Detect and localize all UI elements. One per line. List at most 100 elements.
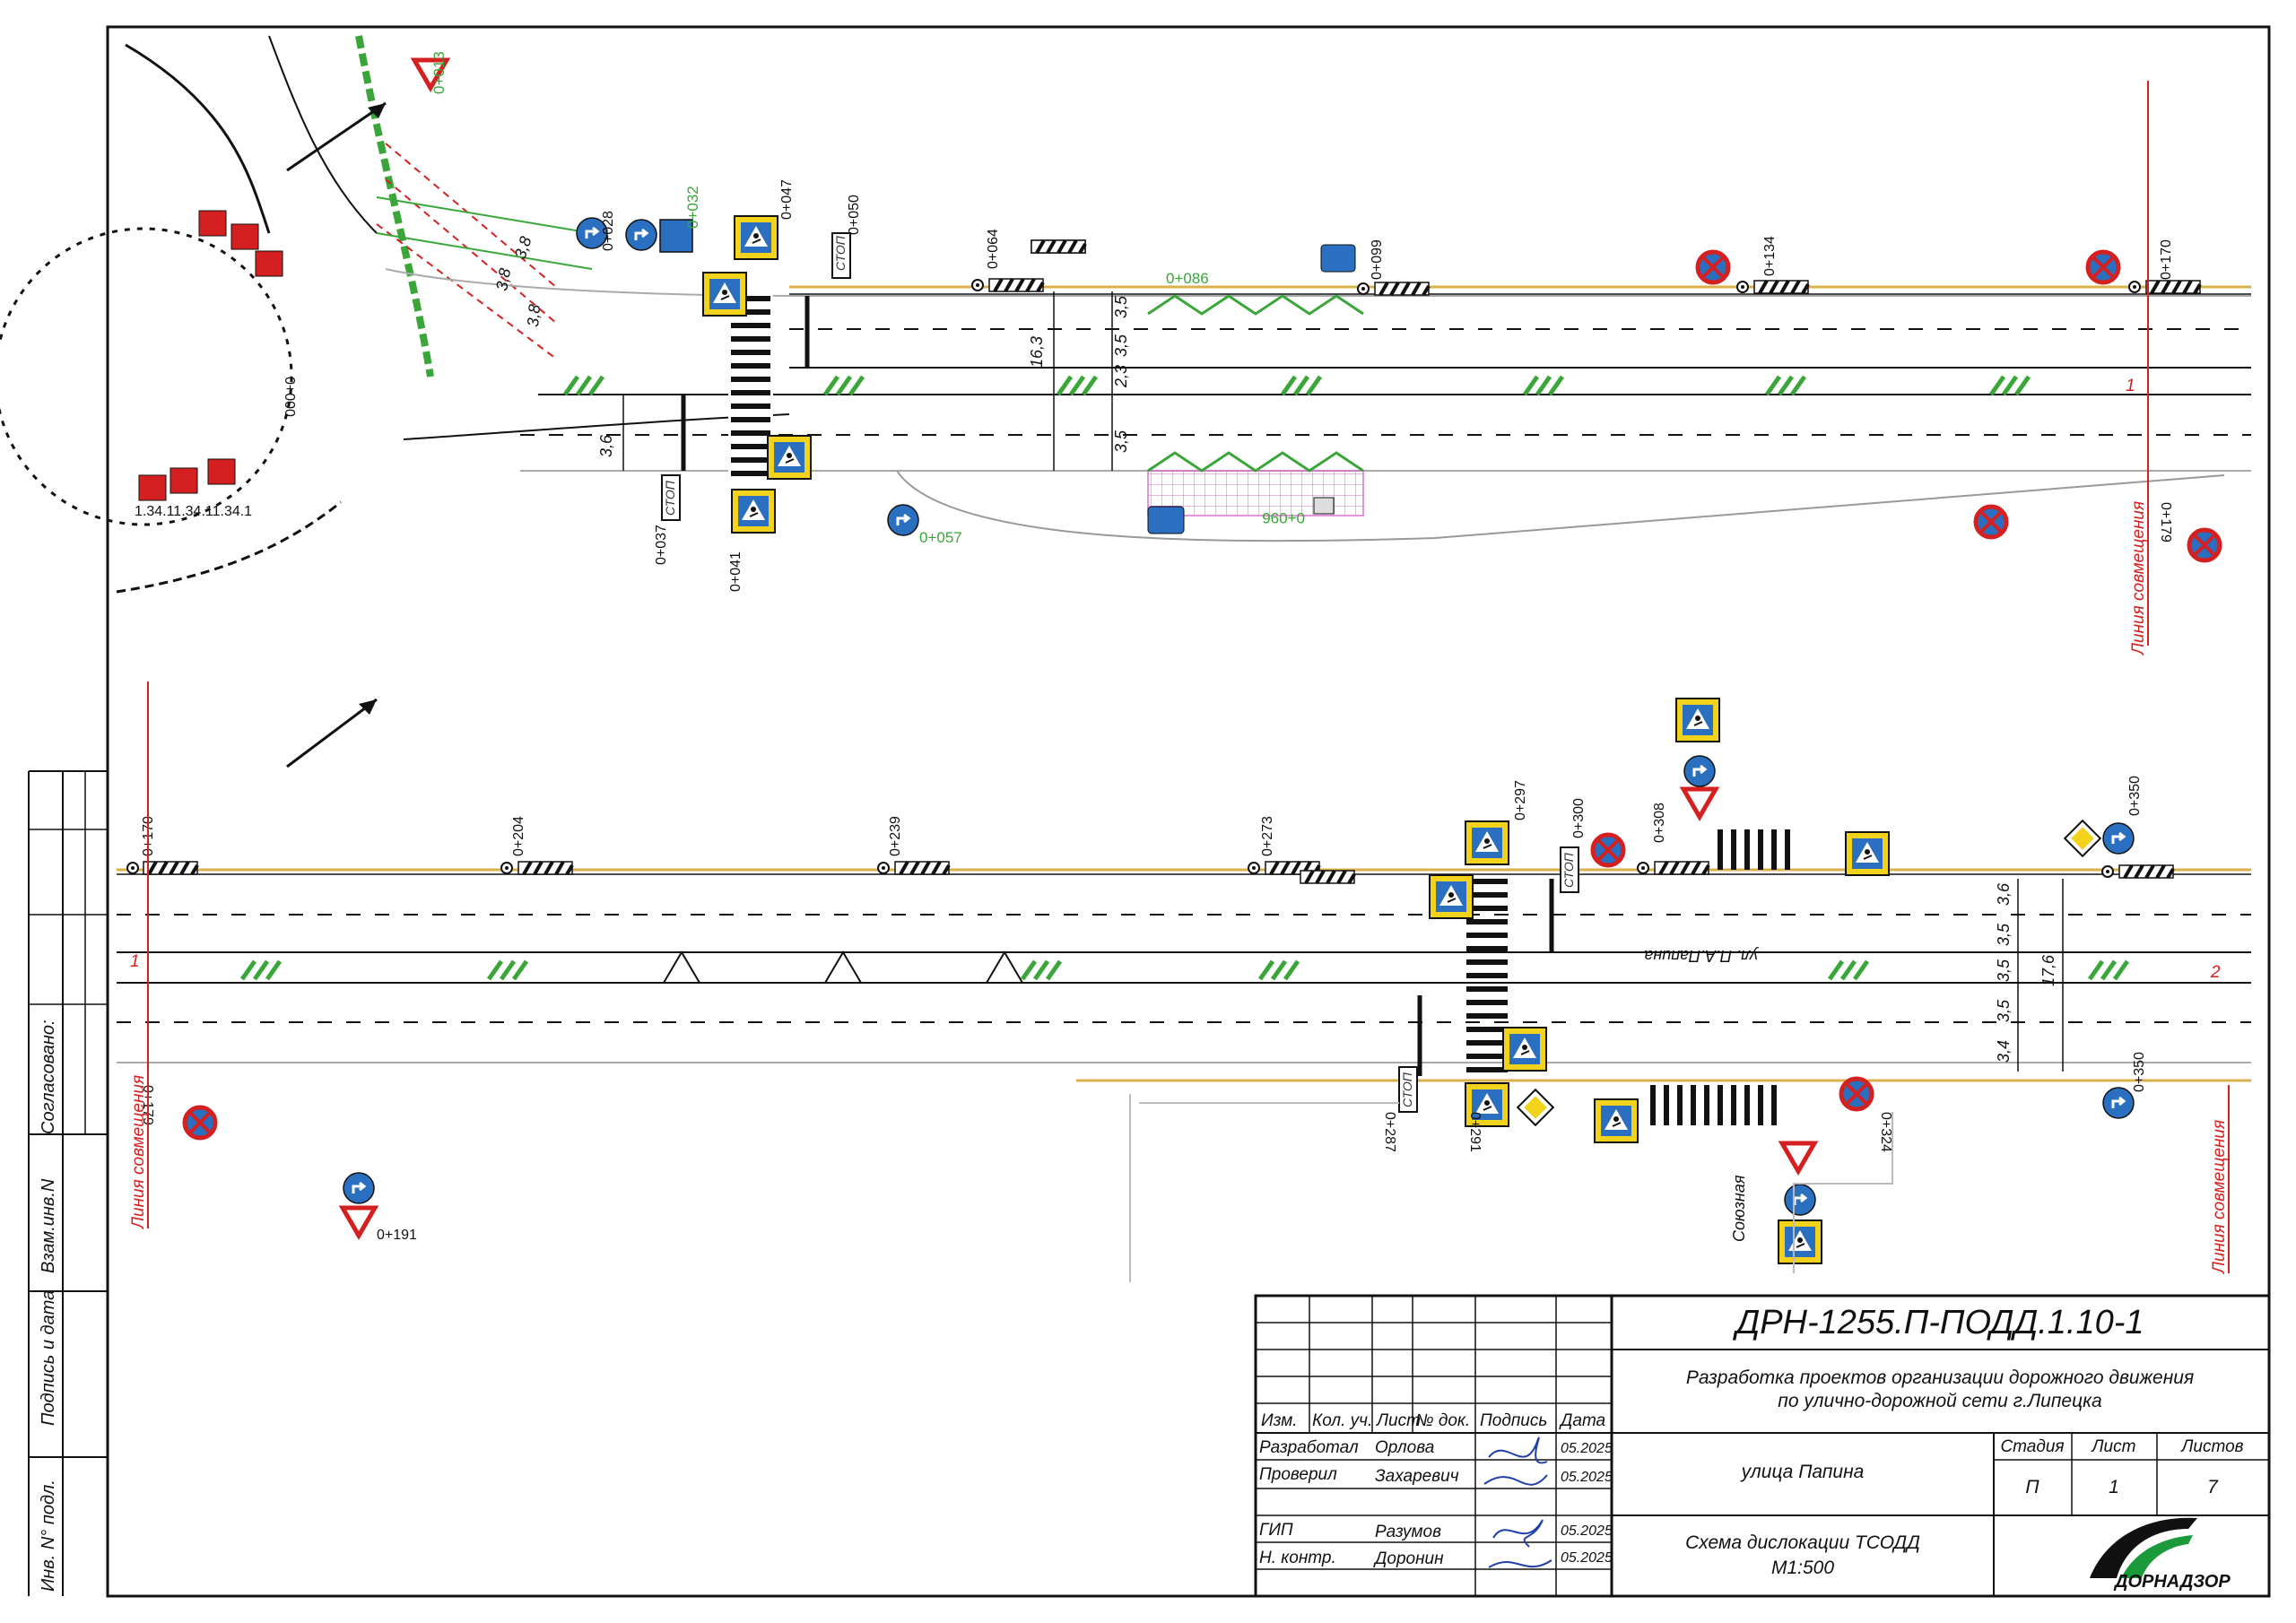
picket-057: 0+057 [919,529,962,546]
picket-b-308: 0+308 [1652,803,1667,843]
dim-b-17-6: 17,6 [2039,954,2057,986]
hdr-izm: Изм. [1261,1411,1298,1430]
no-stopping-sign-7 [185,1107,215,1138]
sheets-value: 7 [2207,1477,2219,1497]
turn-right-sign-2 [1683,754,1717,788]
date-2: 05.2025 [1561,1523,1613,1539]
name-3: Доронин [1373,1549,1444,1568]
ped-crossing-sign-6 [1429,874,1474,919]
project-line-1: Разработка проектов организации дорожног… [1686,1367,2194,1388]
no-stopping-sign-3 [1976,507,2006,537]
project-line-2: по улично-дорожной сети г.Липецка [1778,1391,2101,1411]
picket-170: 0+170 [2159,239,2174,280]
date-0: 05.2025 [1561,1441,1613,1456]
dim-b-3-4: 3,4 [1995,1040,2013,1063]
inv-orig-label: Инв. N° подл. [39,1480,58,1592]
plan-top: 1.34.11.34.11.34.1 [0,35,2251,656]
no-stopping-sign-6 [1841,1079,1872,1109]
sheets-label: Листов [2179,1437,2243,1456]
match-line-label-bottom-right: Линия совмещения [2210,1120,2229,1275]
dim-b-3-5-a: 3,5 [1995,923,2013,946]
street-label-souznaya: Союзная [1730,1175,1748,1242]
no-stopping-sign-2 [2088,252,2118,282]
role-1: Проверил [1259,1465,1337,1484]
dim-16-3: 16,3 [1028,336,1046,368]
picket-041: 0+041 [728,551,744,592]
picket-179: 0+179 [2158,502,2173,542]
stage-value: П [2025,1477,2039,1497]
stage-label: Стадия [2000,1437,2064,1456]
ped-crossing-sign-11 [1594,1098,1639,1143]
sheet-title-2: М1:500 [1771,1558,1834,1578]
svg-text:СТОП: СТОП [1400,1072,1414,1107]
no-stopping-sign-1 [1698,252,1728,282]
role-3: Н. контр. [1259,1549,1336,1567]
name-1: Захаревич [1375,1467,1459,1486]
plan-bottom: 3,6 3,5 3,5 3,5 3,4 17,6 [117,681,2251,1282]
match-line-label-bottom-left: Линия совмещения [129,1075,148,1230]
picket-b-297: 0+297 [1513,780,1528,820]
name-0: Орлова [1375,1438,1434,1457]
picket-047: 0+047 [779,179,795,220]
street-label-papina: ул. П.А.Папина [1644,947,1760,965]
picket-096: 0+096 [1262,509,1305,526]
dim-b-3-6: 3,6 [1995,882,2013,906]
picket-b-291: 0+291 [1467,1112,1483,1152]
picket-b-350-b: 0+350 [2132,1052,2147,1092]
no-stopping-sign-4 [2189,530,2220,560]
turn-right-sign-4 [342,1171,376,1205]
svg-text:1: 1 [130,952,140,971]
picket-013: 0+013 [430,51,448,94]
ped-crossing-sign-5 [1465,820,1509,865]
dim-3-5-c: 3,5 [1112,430,1130,453]
dim-b-3-5-b: 3,5 [1995,959,2013,982]
title-block: ДРН-1255.П-ПОДД.1.10-1 Разработка проект… [1254,1294,2271,1598]
ped-crossing-sign-3 [767,435,812,480]
ped-crossing-sign-4 [731,489,776,534]
doc-code: ДРН-1255.П-ПОДД.1.10-1 [1732,1304,2144,1341]
picket-b-239: 0+239 [888,816,903,856]
picket-b-204: 0+204 [511,816,526,856]
picket-b-350-a: 0+350 [2127,776,2143,816]
crosswalk-bottom-side-1 [1718,829,1790,870]
picket-b-324: 0+324 [1878,1112,1893,1152]
crosswalk-top [728,287,773,511]
object-name: улица Папина [1740,1462,1865,1482]
crosswalk-bottom-side-2 [1650,1085,1777,1125]
dim-b-3-5-c: 3,5 [1995,999,2013,1022]
sheet-value: 1 [2109,1477,2119,1497]
sheet-label: Лист [2091,1437,2136,1456]
svg-text:2: 2 [2210,963,2221,982]
picket-064: 0+064 [986,229,1001,269]
picket-028: 0+028 [601,211,616,251]
signature-group [1483,1436,1552,1568]
hdr-doc: № док. [1415,1411,1470,1430]
ped-crossing-sign-10 [1845,831,1890,876]
picket-037: 0+037 [654,525,669,565]
no-stopping-sign-5 [1593,835,1623,865]
straight-right-sign-2 [2101,1086,2135,1120]
svg-text:1: 1 [2126,377,2135,395]
ped-crossing-sign-9 [1675,698,1720,742]
picket-b-287: 0+287 [1382,1112,1397,1152]
hdr-kol: Кол. уч. [1312,1411,1372,1430]
logo: ДОРНАДЗОР [2090,1517,2231,1592]
svg-text:СТОП: СТОП [663,480,677,516]
inv-replace-label: Взам.инв.N [39,1178,58,1273]
date-3: 05.2025 [1561,1550,1613,1566]
picket-134: 0+134 [1762,236,1778,276]
date-1: 05.2025 [1561,1470,1613,1485]
ped-crossing-sign-12 [1778,1219,1822,1264]
dim-3-5-b: 3,5 [1112,334,1130,357]
picket-050: 0+050 [847,195,862,235]
picket-b-191: 0+191 [377,1228,417,1243]
name-2: Разумов [1375,1523,1441,1541]
dim-2-3: 2,3 [1112,365,1130,388]
sheet-title-1: Схема дислокации ТСОДД [1685,1532,1920,1553]
ped-crossing-sign-7 [1502,1027,1547,1072]
roundabout-sign-2 [624,218,658,252]
picket-b-273: 0+273 [1260,816,1275,856]
crosswalk-bottom-main [1466,879,1508,1072]
agreed-label: Согласовано: [39,1020,58,1134]
